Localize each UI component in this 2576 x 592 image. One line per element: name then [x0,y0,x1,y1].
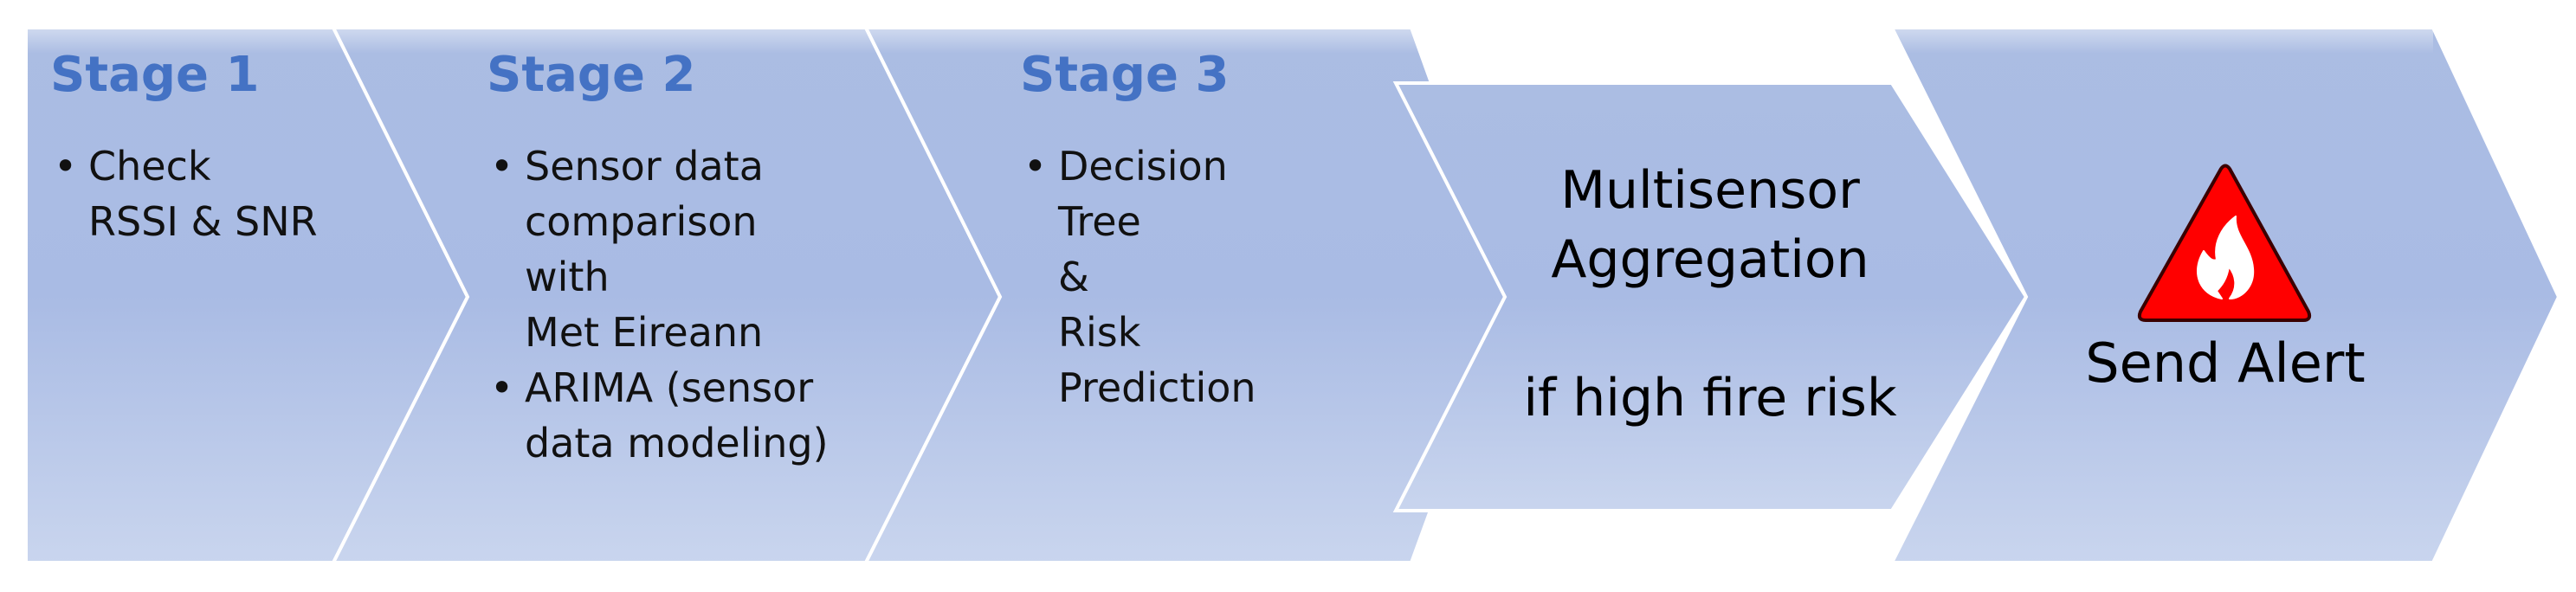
stage-2-bullets: Sensor data comparison with Met Eireann … [490,138,829,471]
aggregation-label: Multisensor Aggregation [1498,156,1922,294]
bullet-line: Met Eireann [525,309,764,356]
bullet-line: & [1058,254,1089,300]
aggregation-line-1: Multisensor [1560,160,1860,221]
bullet-line: comparison [525,198,758,245]
bullet-line: Sensor data [525,143,764,190]
bullet-line: Tree [1058,198,1141,245]
bullet-line: ARIMA (sensor [525,364,814,411]
aggregation-condition: if high fire risk [1523,368,1897,428]
stage-2-bullet-2: ARIMA (sensor data modeling) [490,360,829,471]
stage-2-bullet-1: Sensor data comparison with Met Eireann [490,138,829,360]
stage-3-title: Stage 3 [1020,47,1230,103]
bullet-line: Risk [1058,309,1141,356]
band-sheen [26,28,2433,132]
stage-1-bullets: Check RSSI & SNR [54,138,318,249]
stage-1-title: Stage 1 [50,47,260,103]
stage-2-title: Stage 2 [487,47,696,103]
stage-3-bullet-1: Decision Tree & Risk Prediction [1023,138,1256,415]
bullet-line: RSSI & SNR [88,198,318,245]
bullet-line: data modeling) [525,420,829,467]
stage-3-bullets: Decision Tree & Risk Prediction [1023,138,1256,415]
stage-1-bullet-1: Check RSSI & SNR [54,138,318,249]
fire-warning-icon [2137,164,2312,322]
bullet-line: Prediction [1058,364,1256,411]
bullet-line: with [525,254,610,300]
aggregation-line-2: Aggregation [1551,229,1869,290]
bullet-line: Decision [1058,143,1228,190]
send-alert-label: Send Alert [2085,331,2366,395]
bullet-line: Check [88,143,211,190]
